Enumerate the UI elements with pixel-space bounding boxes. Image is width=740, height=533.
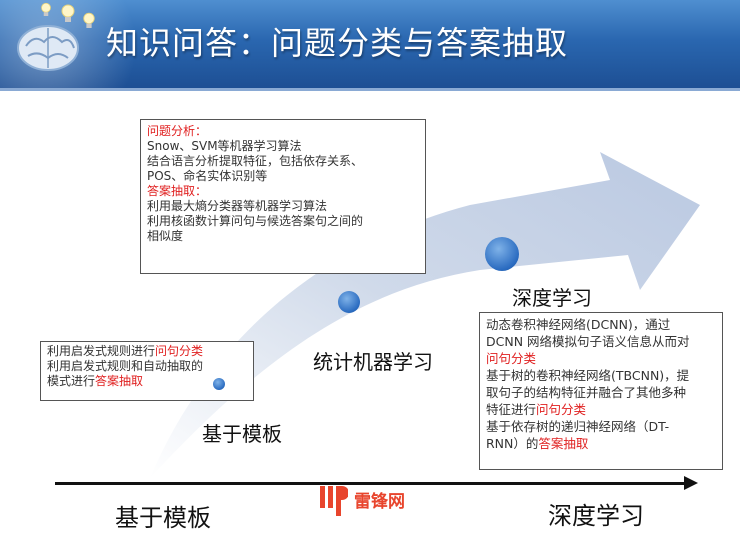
- lightbulb-icon: [83, 12, 95, 28]
- info-text: 利用启发式规则进行: [47, 344, 156, 358]
- info-text: 基于树的卷积神经网络(TBCNN)，提: [486, 368, 690, 383]
- header-divider: [0, 88, 740, 91]
- info-line: 利用最大熵分类器等机器学习算法: [147, 199, 328, 213]
- info-text: 利用启发式规则和自动抽取的: [47, 359, 204, 373]
- timeline-axis: [55, 482, 687, 485]
- stage-dot-deep: [485, 237, 519, 271]
- info-text: 取句子的结构特征并融合了其他多种: [486, 385, 687, 400]
- stage-label-template: 基于模板: [202, 422, 282, 446]
- info-text: 模式进行: [47, 374, 96, 388]
- top-info-box: 问题分析： Snow、SVM等机器学习算法 结合语言分析提取特征，包括依存关系、…: [140, 119, 426, 274]
- info-text: 特征进行: [486, 402, 537, 417]
- info-text: RNN）的: [486, 436, 539, 451]
- info-line: 相似度: [147, 229, 184, 243]
- info-line: 结合语言分析提取特征，包括依存关系、: [147, 154, 364, 168]
- watermark-text: 雷锋网: [354, 491, 405, 512]
- lightbulb-icon: [61, 4, 75, 22]
- axis-label-start: 基于模板: [115, 504, 211, 532]
- stage-dot-template: [213, 378, 225, 390]
- lightbulb-icon: [41, 2, 51, 16]
- leiphone-logo-icon: [320, 486, 348, 516]
- template-info-box: 利用启发式规则进行问句分类 利用启发式规则和自动抽取的 模式进行答案抽取: [40, 341, 254, 401]
- info-line: Snow、SVM等机器学习算法: [147, 139, 302, 153]
- highlight-text: 问句分类: [486, 351, 537, 366]
- stage-dot-statistical: [338, 291, 360, 313]
- info-line: POS、命名实体识别等: [147, 169, 268, 183]
- deep-learning-info-box: 动态卷积神经网络(DCNN)，通过 DCNN 网络模拟句子语义信息从而对 问句分…: [479, 312, 723, 470]
- brain-icon: [17, 25, 79, 71]
- question-analysis-heading: 问题分析：: [147, 124, 208, 138]
- info-text: 动态卷积神经网络(DCNN)，通过: [486, 317, 671, 332]
- watermark: 雷锋网: [320, 480, 405, 518]
- info-text: 基于依存树的递归神经网络（DT-: [486, 419, 670, 434]
- slide-title: 知识问答：问题分类与答案抽取: [106, 24, 569, 62]
- stage-label-statistical: 统计机器学习: [313, 350, 433, 374]
- highlight-text: 答案抽取: [538, 436, 589, 451]
- timeline-arrowhead: [684, 476, 698, 490]
- info-text: DCNN 网络模拟句子语义信息从而对: [486, 334, 690, 349]
- highlight-text: 问句分类: [155, 344, 204, 358]
- slide-header: 知识问答：问题分类与答案抽取: [0, 0, 740, 88]
- answer-extraction-heading: 答案抽取：: [147, 184, 208, 198]
- highlight-text: 答案抽取: [95, 374, 144, 388]
- highlight-text: 问句分类: [536, 402, 587, 417]
- axis-label-end: 深度学习: [548, 502, 644, 530]
- info-line: 利用核函数计算问句与候选答案句之间的: [147, 214, 364, 228]
- stage-label-deep: 深度学习: [512, 286, 592, 310]
